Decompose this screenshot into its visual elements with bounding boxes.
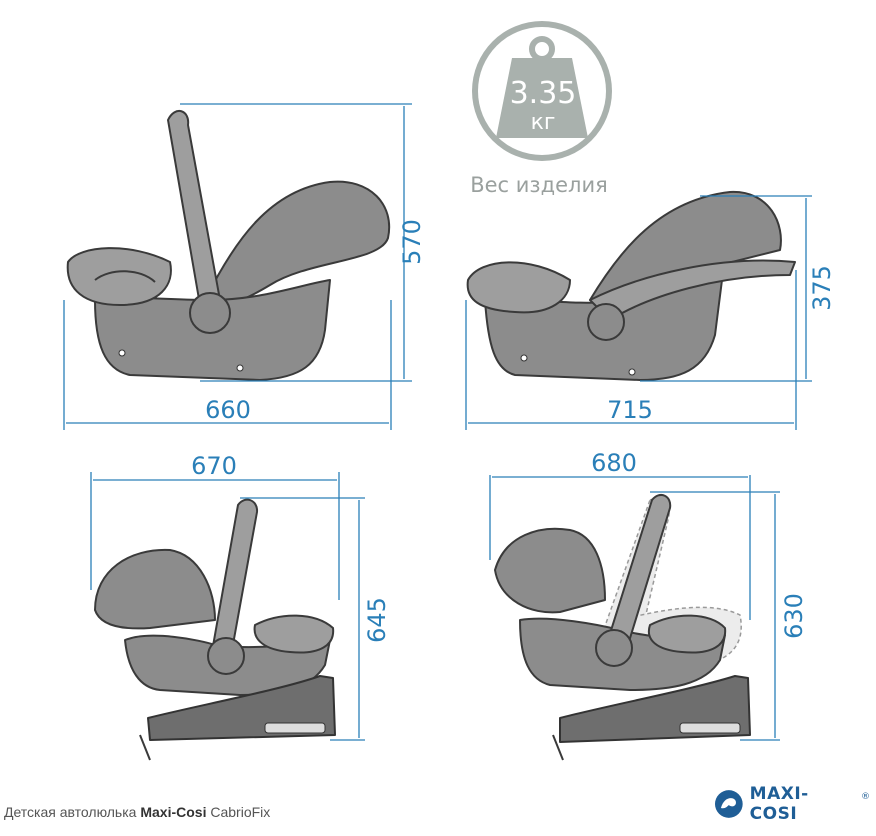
width-value-view-4: 680 xyxy=(591,449,637,477)
height-value-view-2: 375 xyxy=(808,265,836,311)
width-value-view-2: 715 xyxy=(607,396,653,424)
weight-label: Вес изделия xyxy=(470,173,608,197)
brand-logo: MAXI-COSI ® xyxy=(714,784,870,824)
height-value-view-3: 645 xyxy=(363,597,391,643)
car-seat-view-2 xyxy=(466,190,796,381)
product-caption: Детская автолюлька Maxi-Cosi CabrioFix xyxy=(4,804,270,820)
car-seat-view-4 xyxy=(494,493,751,761)
dimension-lines-view-2 xyxy=(465,195,812,430)
weight-value: 3.35 xyxy=(510,76,577,111)
caption-prefix: Детская автолюлька xyxy=(4,804,141,820)
caption-model: CabrioFix xyxy=(206,804,271,820)
weight-unit: кг xyxy=(531,110,556,135)
logo-text: MAXI-COSI xyxy=(749,784,809,824)
car-seat-view-1 xyxy=(66,110,391,381)
logo-registered: ® xyxy=(861,792,870,802)
height-value-view-1: 570 xyxy=(398,219,426,265)
dimension-lines-view-3 xyxy=(90,472,365,741)
weight-icon xyxy=(472,21,612,161)
car-seat-view-3 xyxy=(94,498,336,761)
dimension-lines-view-1 xyxy=(63,103,412,430)
dimension-lines-view-4 xyxy=(489,475,780,741)
width-value-view-1: 660 xyxy=(205,396,251,424)
width-value-view-3: 670 xyxy=(191,452,237,480)
maxi-cosi-logo-icon xyxy=(714,790,743,818)
caption-brand: Maxi-Cosi xyxy=(140,804,207,820)
height-value-view-4: 630 xyxy=(780,593,808,639)
